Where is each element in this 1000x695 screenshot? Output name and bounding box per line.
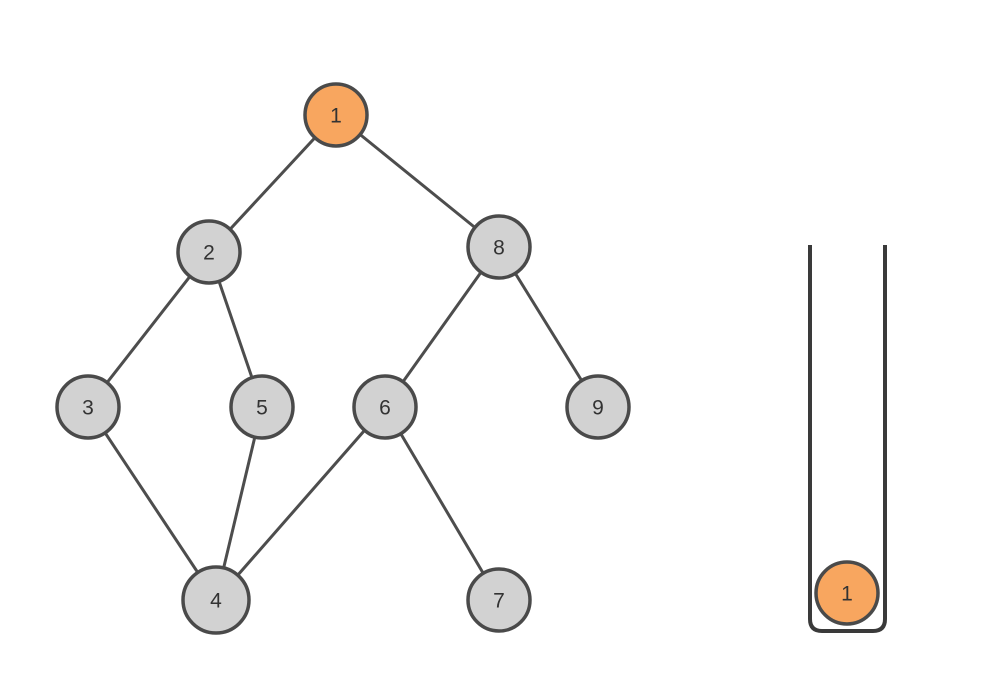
graph-node-circle bbox=[565, 374, 631, 440]
graph-node-circle bbox=[352, 374, 418, 440]
graph-node-label: 6 bbox=[379, 397, 391, 420]
graph-edge-1-8 bbox=[335, 113, 500, 249]
graph-node-label: 4 bbox=[210, 590, 222, 613]
graph-node-5: 5 bbox=[229, 374, 295, 440]
graph-node-1: 1 bbox=[303, 82, 369, 148]
graph-node-circle bbox=[229, 374, 295, 440]
graph-node-label: 3 bbox=[82, 397, 94, 420]
graph-node-8: 8 bbox=[466, 214, 532, 280]
stack-item-label: 1 bbox=[841, 583, 853, 606]
graph-node-3: 3 bbox=[55, 374, 121, 440]
graph-node-4: 4 bbox=[181, 565, 251, 635]
graph-node-label: 8 bbox=[493, 237, 505, 260]
graph-node-label: 1 bbox=[330, 105, 342, 128]
graph-node-2: 2 bbox=[176, 219, 242, 285]
stack-item-circle bbox=[814, 560, 880, 626]
graph-node-circle bbox=[466, 214, 532, 280]
graph-edge-2-3 bbox=[86, 251, 211, 408]
graph-node-9: 9 bbox=[565, 374, 631, 440]
graph-node-7: 7 bbox=[466, 567, 532, 633]
graph-node-label: 7 bbox=[493, 590, 505, 613]
stack-container bbox=[808, 245, 887, 633]
graph-node-circle bbox=[176, 219, 242, 285]
graph-node-circle bbox=[55, 374, 121, 440]
graph-node-circle bbox=[303, 82, 369, 148]
graph-node-circle bbox=[466, 567, 532, 633]
graph-node-label: 9 bbox=[592, 397, 604, 420]
stack-item-1: 1 bbox=[814, 560, 880, 626]
graph-node-circle bbox=[181, 565, 251, 635]
graph-node-label: 2 bbox=[203, 242, 215, 265]
graph-edge-6-4 bbox=[214, 406, 387, 601]
graph-edge-3-4 bbox=[86, 406, 218, 601]
graph-edge-6-7 bbox=[383, 406, 501, 601]
graph-node-6: 6 bbox=[352, 374, 418, 440]
graph-node-label: 5 bbox=[256, 397, 268, 420]
